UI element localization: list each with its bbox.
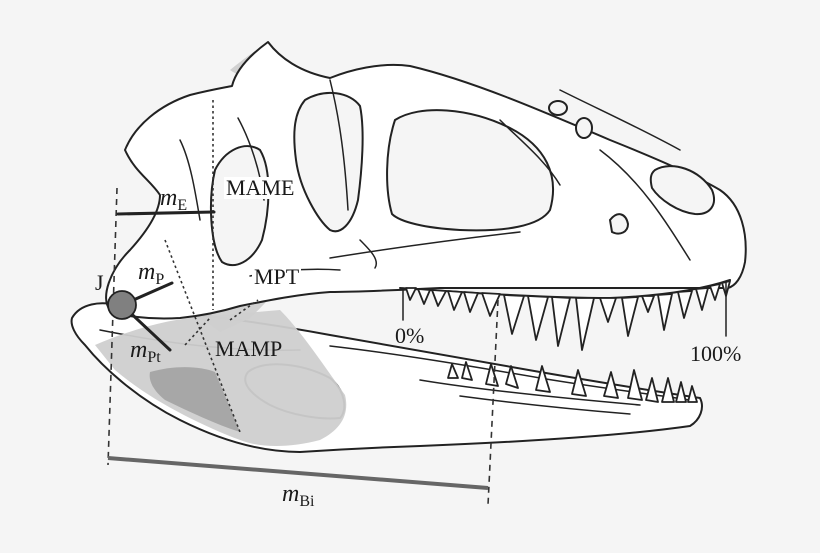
m-p-label: mP <box>138 259 165 288</box>
mpt-label: MPT <box>252 264 302 289</box>
upper-teeth <box>405 280 731 351</box>
m-pt-label: mPt <box>130 337 161 366</box>
orbit <box>293 91 364 233</box>
tooth-row-end-label: 100% <box>690 341 742 366</box>
measurement-lines <box>107 100 727 506</box>
m-e-lever-arm <box>116 210 216 216</box>
mpt-insertion <box>149 367 240 432</box>
joint-label: J <box>95 270 104 295</box>
mame-label: MAME <box>224 175 297 200</box>
lower-teeth <box>447 361 698 403</box>
cranium <box>105 41 747 320</box>
bite-point-vertical-line <box>487 299 499 506</box>
tooth-row-start-label: 0% <box>395 323 425 348</box>
jaw-joint-marker <box>107 290 137 320</box>
m-bi-label: mBi <box>282 481 315 510</box>
antorbital-fenestra <box>386 109 555 232</box>
m-e-label: mE <box>160 185 188 214</box>
joint-vertical-line <box>107 187 118 466</box>
external-naris <box>649 165 715 216</box>
m-bi-bite-bar <box>107 456 489 490</box>
mamp-label: MAMP <box>215 336 283 361</box>
mamp-muscle <box>95 310 347 446</box>
